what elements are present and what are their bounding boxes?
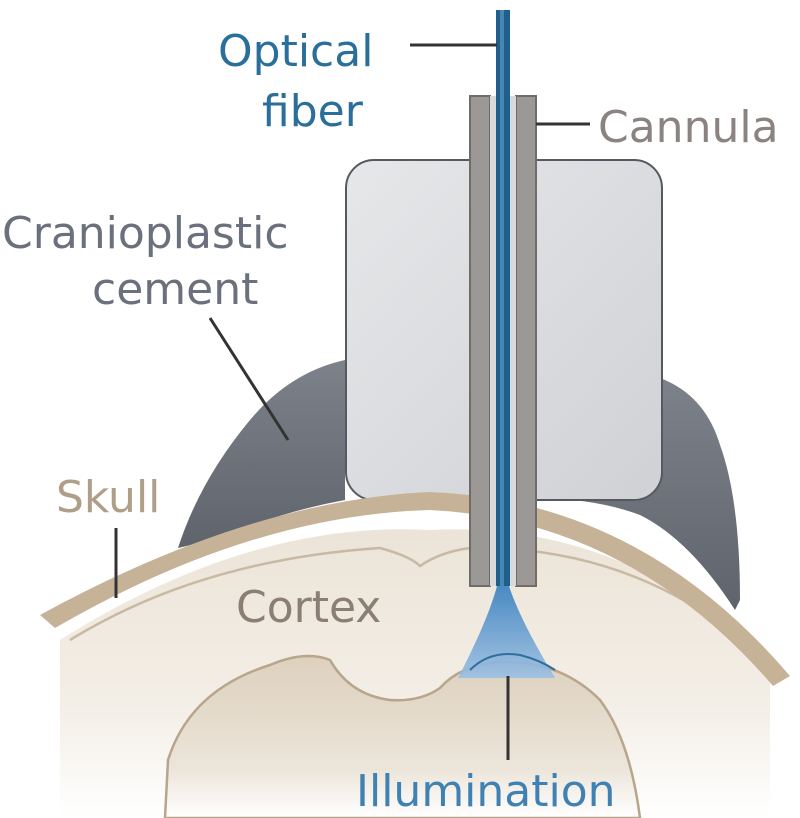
cement-label-line2: cement (92, 264, 258, 315)
cement-leader (208, 317, 290, 441)
optical-fiber-highlight (500, 10, 504, 586)
cannula-right-wall (515, 95, 537, 587)
illumination-cone (458, 586, 555, 678)
skull-label: Skull (56, 472, 160, 523)
illumination-label: Illumination (356, 766, 616, 817)
deep-brain-region (163, 654, 642, 818)
cortex-label: Cortex (236, 582, 381, 633)
cortex-surface-line (69, 546, 766, 661)
cannula-label: Cannula (598, 102, 779, 153)
optical-fiber-label-line1: Optical (218, 26, 373, 77)
illumination-deep-line (469, 653, 556, 671)
skull (40, 492, 790, 686)
optical-fiber-label-line2: fiber (262, 86, 364, 137)
cement-label-line1: Cranioplastic (2, 208, 289, 259)
cannula-left-wall (469, 95, 491, 587)
cranioplastic-cement (178, 360, 345, 548)
